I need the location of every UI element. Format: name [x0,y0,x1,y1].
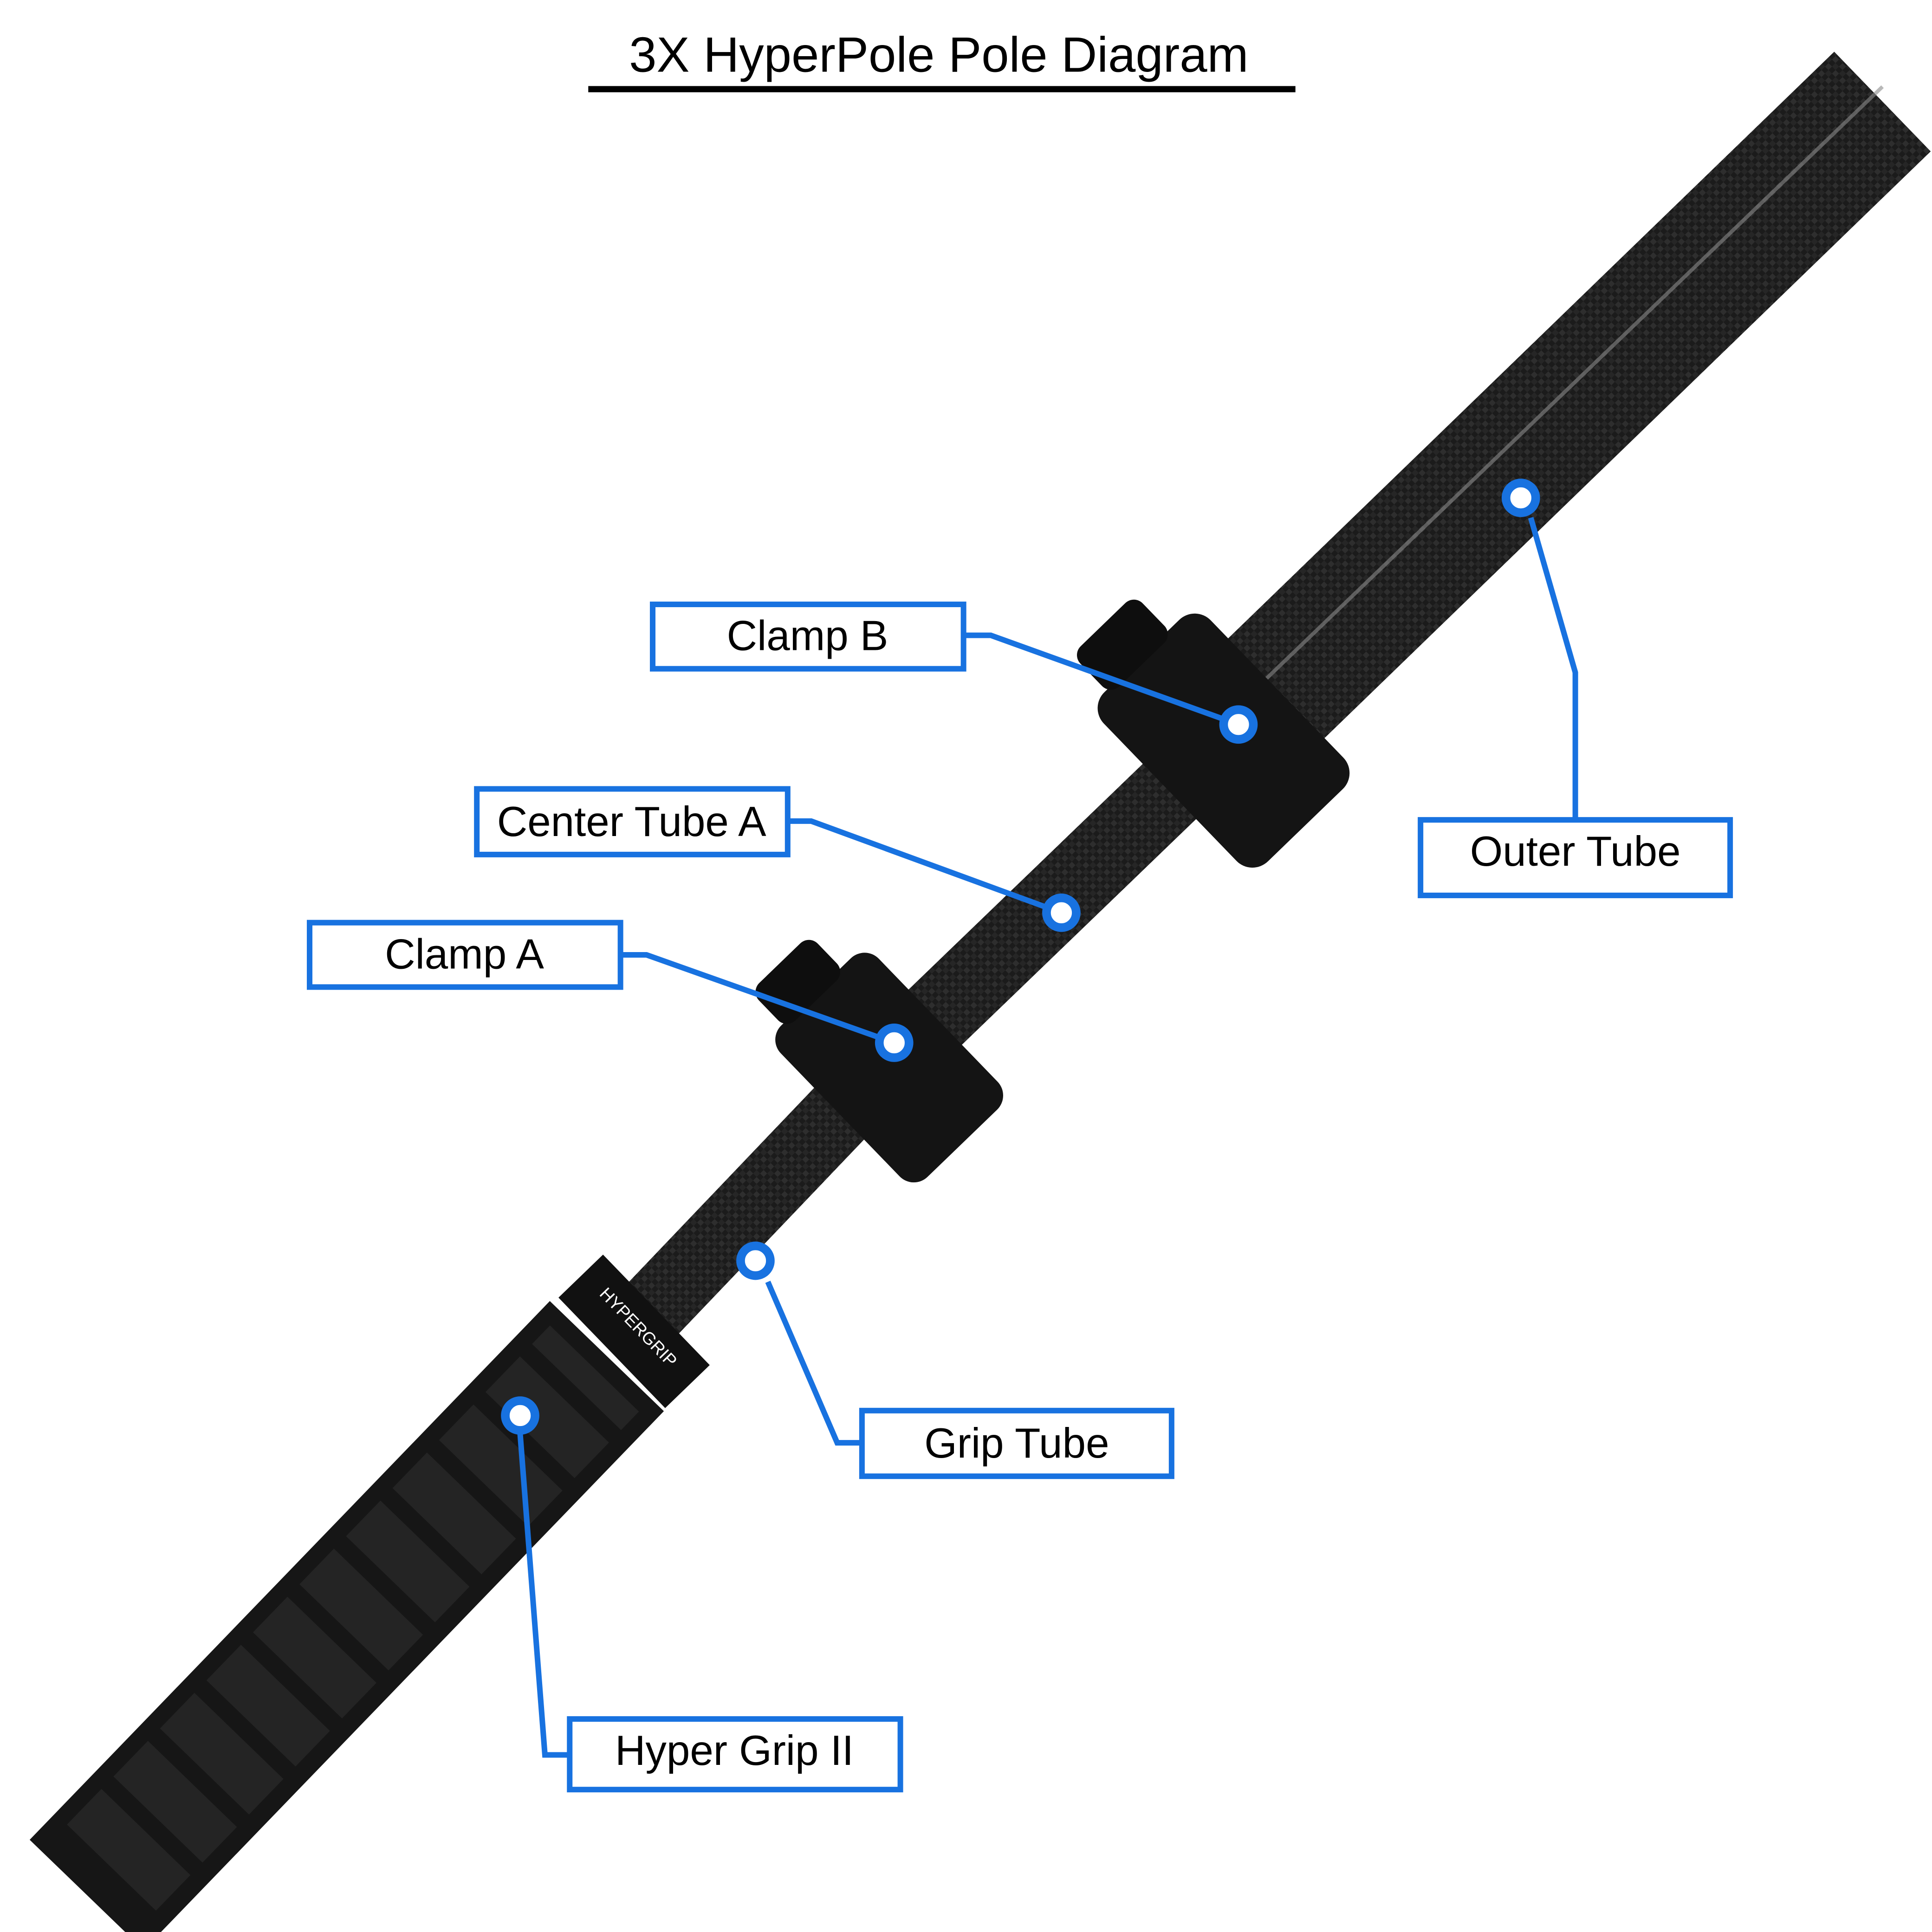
callout-hyper-grip-ii: Hyper Grip II [501,1396,903,1793]
callout-outer-tube: Outer Tube [1418,479,1733,898]
label-box [859,1407,1174,1479]
label-box [1418,817,1733,898]
label-box [306,920,623,990]
outer-tube [1178,52,1931,787]
clamp-b [1077,599,1350,868]
callout-label: Clamp A [385,931,544,978]
callout-label: Hyper Grip II [615,1727,854,1774]
pole-image: HYPERGRIP [29,52,1931,1932]
callout-label: Clamp B [727,613,888,660]
callout-label: Outer Tube [1470,828,1681,875]
outer-tube-highlight [1249,85,1884,695]
callout-grip-tube: Grip Tube [736,1241,1174,1479]
callout-label: Grip Tube [924,1420,1109,1467]
callout-label: Center Tube A [497,798,766,845]
callout-clamp-a: Clamp A [306,920,914,1062]
label-box [474,786,791,857]
marker-dot [501,1396,539,1435]
marker-dot [1042,893,1081,932]
leader-line [765,1280,862,1446]
label-box [567,1716,903,1793]
callout-clamp-b: Clamp B [650,601,1258,744]
leader-line [1528,517,1578,820]
leader-line [963,632,1239,727]
callout-center-tube-a: Center Tube A [474,786,1081,932]
leader-line [620,952,895,1046]
label-box [650,601,966,672]
marker-dot [875,1024,914,1062]
marker-dot [736,1241,775,1280]
marker-dot [1501,479,1540,517]
marker-dot [1219,705,1258,744]
leader-line [787,818,1063,915]
diagram-title: 3X HyperPole Pole Diagram [629,27,1248,83]
leader-line [517,1434,570,1758]
grip-texture [67,1325,639,1911]
